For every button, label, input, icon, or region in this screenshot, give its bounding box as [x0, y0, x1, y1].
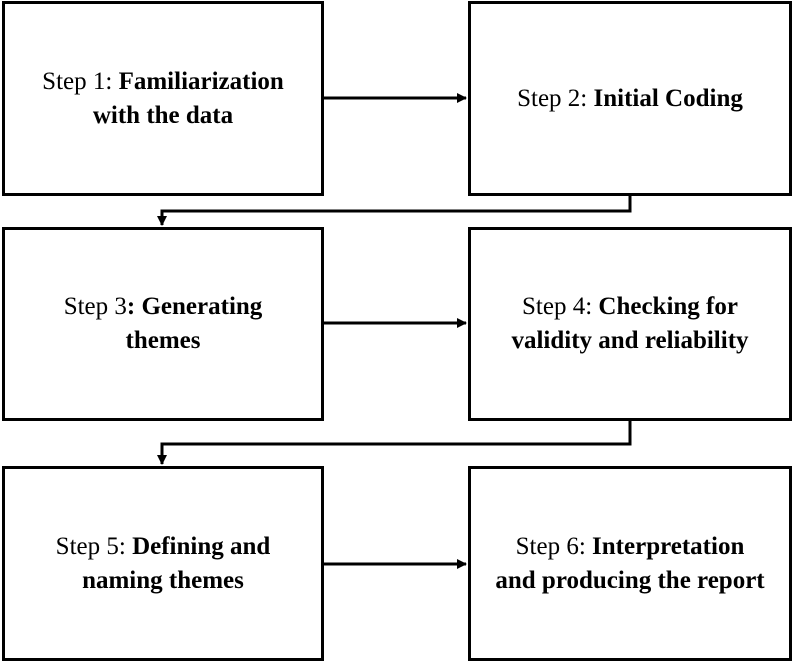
- step-5-box: Step 5: Defining and naming themes: [2, 466, 324, 661]
- step-2-prefix: Step 2:: [517, 84, 594, 112]
- step-1-prefix: Step 1:: [42, 67, 119, 95]
- step-6-box: Step 6: Interpretation and producing the…: [468, 466, 792, 661]
- step-1-title-cont: with the data: [92, 101, 234, 129]
- step-6-title-cont: and producing the report: [495, 566, 765, 594]
- step-4-prefix: Step 4:: [522, 293, 599, 320]
- step-6-title: Interpretation: [592, 532, 745, 560]
- step-1-title: Familiarization: [118, 67, 284, 95]
- step-3-title-cont: themes: [125, 327, 201, 354]
- arrow-step4-to-step5: [157, 421, 632, 465]
- arrow-step2-to-step3: [157, 196, 632, 226]
- step-6-prefix: Step 6:: [515, 532, 593, 560]
- step-2-box: Step 2: Initial Coding: [468, 1, 792, 196]
- step-4-title-cont: validity and reliability: [511, 327, 749, 354]
- step-4-box: Step 4: Checking for validity and reliab…: [468, 227, 792, 421]
- step-5-title-cont: naming themes: [82, 566, 244, 594]
- step-1-box: Step 1: Familiarization with the data: [2, 1, 324, 196]
- step-3-title: : Generating: [126, 293, 263, 320]
- step-3-prefix: Step 3: [63, 293, 127, 320]
- step-4-title: Checking for: [598, 293, 738, 320]
- step-5-title: Defining and: [132, 532, 271, 560]
- step-5-prefix: Step 5:: [55, 532, 133, 560]
- step-3-box: Step 3: Generating themes: [2, 227, 324, 421]
- step-2-title: Initial Coding: [593, 84, 743, 112]
